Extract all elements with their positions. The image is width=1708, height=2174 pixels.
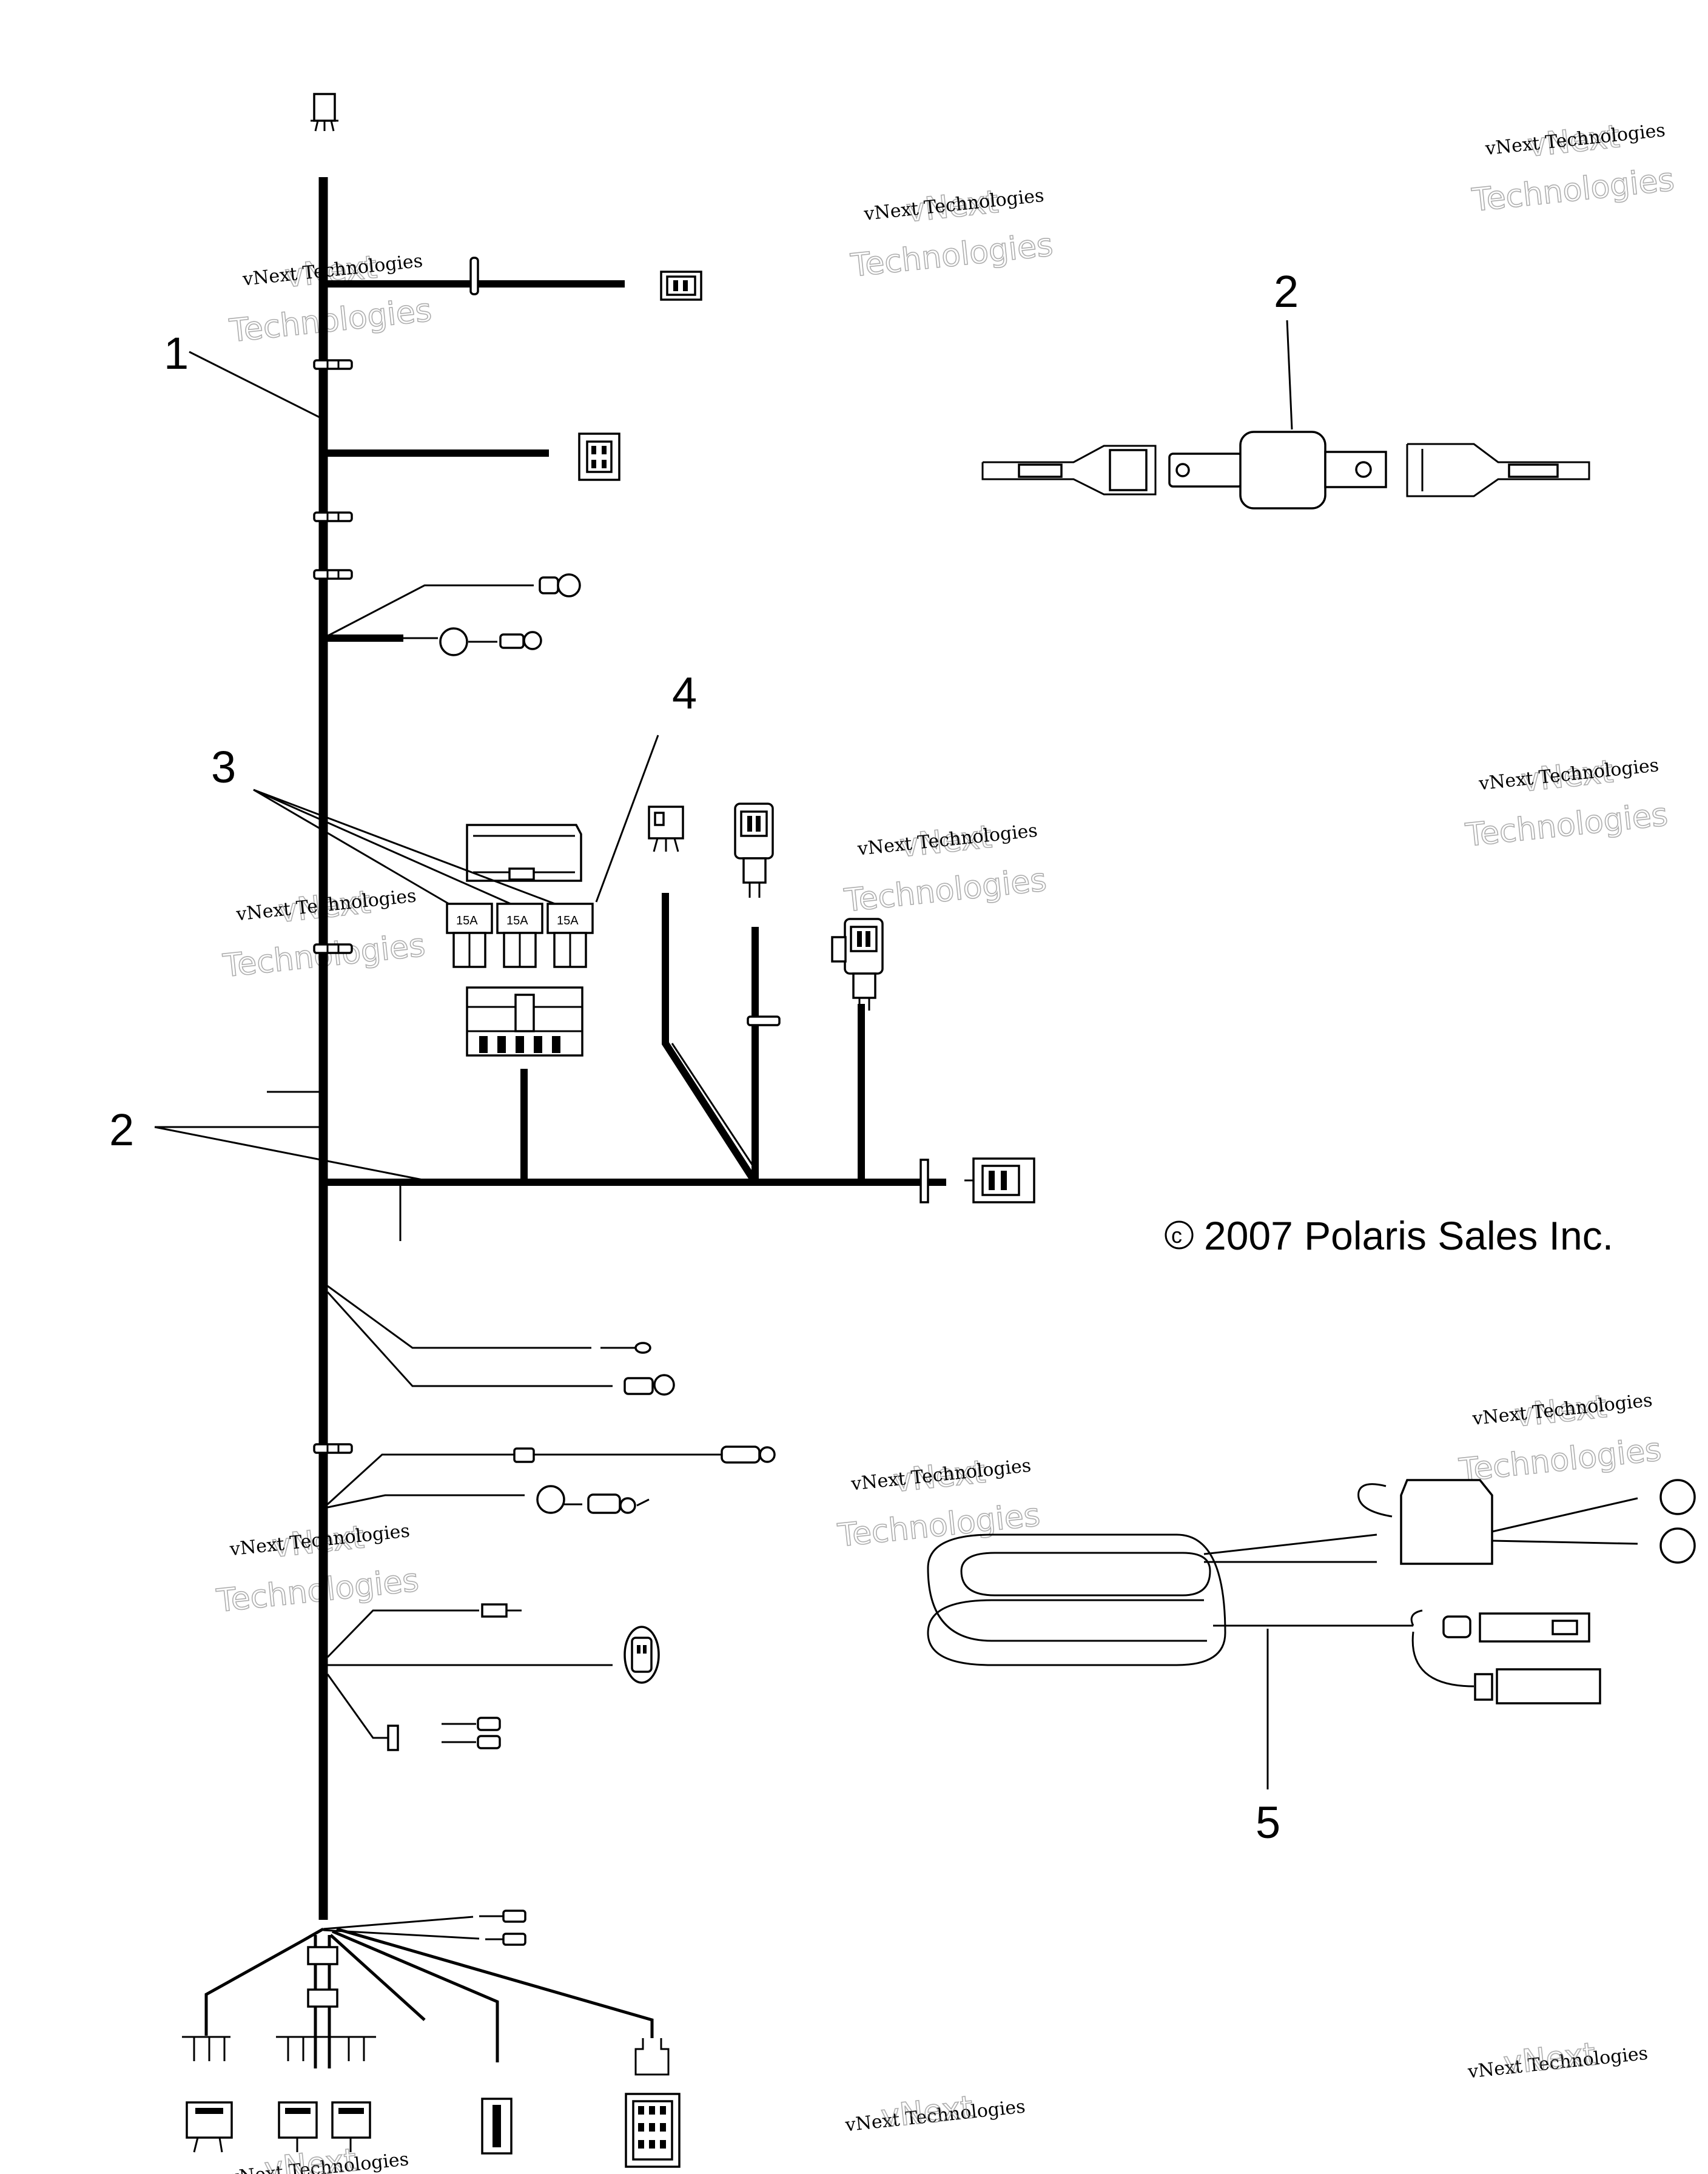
svg-text:Technologies: Technologies: [1470, 161, 1676, 219]
callout-3: 3: [211, 742, 236, 792]
ring-terminal-branch-ground: [326, 1445, 776, 1514]
watermark: vNext Technologies vNext: [844, 2089, 1026, 2136]
svg-text:vNext: vNext: [879, 2090, 975, 2136]
svg-text:Technologies: Technologies: [1458, 1432, 1663, 1489]
battery-tender-cable: [927, 1479, 1696, 1705]
svg-text:15A: 15A: [506, 914, 528, 927]
watermark-layer: Technologies vNext vNext Technologies Te…: [214, 118, 1676, 2174]
trunk-clip: [313, 359, 353, 370]
svg-text:Technologies: Technologies: [1464, 796, 1669, 854]
svg-text:2007 Polaris Sales Inc.: 2007 Polaris Sales Inc.: [1204, 1213, 1613, 1258]
plug-c: [481, 2098, 513, 2155]
svg-text:c: c: [1171, 1223, 1182, 1248]
inline-fuse-holder: [981, 431, 1590, 510]
watermark: Technologies vNext vNext Technologies: [835, 1453, 1042, 1555]
callout-1: 1: [164, 328, 189, 379]
sensor-connector-b: [831, 918, 884, 1011]
fuse-15a: 15A: [546, 903, 594, 968]
branch-connector-a: [323, 257, 702, 301]
svg-text:Technologies: Technologies: [849, 227, 1054, 284]
trunk-clip: [313, 1443, 353, 1454]
fuse-box-base: [466, 986, 583, 1057]
callout-5: 5: [1256, 1797, 1280, 1848]
ring-terminal-branch-upper: [323, 573, 581, 656]
fuse-15a: 15A: [446, 903, 493, 968]
callout-2-top: 2: [1274, 266, 1299, 317]
watermark: Technologies vNext vNext Technologies: [842, 818, 1049, 920]
ring-terminal-branch-lower: [326, 1285, 675, 1396]
watermark: Technologies vNext vNext Technologies: [1463, 753, 1670, 854]
watermark: Technologies vNext vNext Technologies: [1457, 1388, 1664, 1489]
trunk-clip: [313, 511, 353, 522]
copyright-notice: c 2007 Polaris Sales Inc.: [1165, 1213, 1613, 1258]
leader-lines: [154, 320, 1293, 1789]
svg-text:15A: 15A: [456, 914, 478, 927]
svg-text:vNext: vNext: [1502, 2036, 1597, 2082]
svg-text:Technologies: Technologies: [227, 292, 433, 350]
svg-text:Technologies: Technologies: [842, 862, 1048, 920]
plug-b: [276, 2036, 376, 2152]
sub-harness: [323, 893, 1035, 1241]
branch-connector-b: [323, 432, 620, 481]
fuse-15a: 15A: [496, 903, 543, 968]
relay: [648, 806, 684, 852]
watermark: vNext Technologies vNext: [227, 2141, 410, 2174]
trunk-clip: [313, 569, 353, 580]
fuse-box-cover: [466, 824, 582, 882]
sensor-connector-a: [734, 803, 774, 898]
watermark: Technologies vNext vNext Technologies: [849, 183, 1055, 284]
watermark: Technologies vNext vNext Technologies: [214, 1519, 421, 1620]
watermark: Technologies vNext vNext Technologies: [1470, 118, 1676, 219]
bottom-fanout: [182, 1910, 681, 2168]
callout-2-left: 2: [109, 1105, 134, 1155]
plug-a: [182, 2036, 233, 2153]
trunk-clip: [313, 943, 353, 954]
svg-text:vNext: vNext: [263, 2142, 358, 2174]
plug-d: [625, 2038, 681, 2168]
callout-4: 4: [672, 668, 697, 718]
top-connector: [311, 93, 338, 132]
watermark: Technologies vNext vNext Technologies: [227, 249, 434, 350]
watermark: vNext Technologies vNext: [1467, 2036, 1649, 2083]
svg-text:15A: 15A: [557, 914, 579, 927]
switch-connector-branch: [326, 1603, 660, 1751]
